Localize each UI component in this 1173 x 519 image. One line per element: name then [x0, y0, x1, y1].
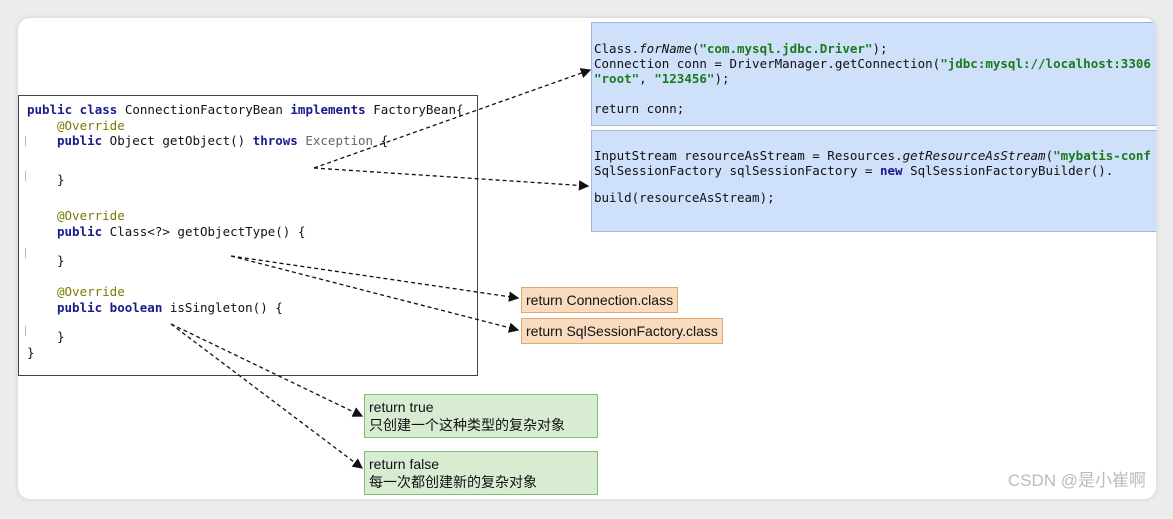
- arrow-getobject-to-sqlsessionfactory: [313, 167, 590, 191]
- code-line: build(resourceAsStream);: [594, 190, 775, 205]
- code-text: (: [1045, 148, 1054, 163]
- code-text: Connection conn = DriverManager.getConne…: [594, 56, 941, 71]
- keyword: throws: [252, 133, 298, 148]
- string-literal: "123456": [654, 71, 715, 86]
- code-text: ,: [639, 71, 655, 86]
- return-true-label: return true: [369, 399, 434, 415]
- code-line: return conn;: [594, 101, 685, 116]
- get-object-type-signature: public Class<?> getObjectType() {: [57, 224, 305, 240]
- code-text: );: [714, 71, 730, 86]
- return-false-note: return false 每一次都创建新的复杂对象: [364, 451, 598, 495]
- factory-bean-code-box: public class ConnectionFactoryBean imple…: [18, 95, 478, 376]
- exception-name: Exception: [297, 133, 374, 148]
- override-annotation-3: @Override: [57, 284, 125, 299]
- class-end-brace: }: [27, 345, 35, 360]
- method-signature: Object getObject(): [102, 133, 253, 148]
- get-object-signature: public Object getObject() throws Excepti…: [57, 133, 388, 149]
- code-line: "root", "123456");: [594, 71, 730, 87]
- gutter-bar: [25, 136, 26, 146]
- connector-arrows: [170, 68, 592, 469]
- sql-session-factory-code-box: InputStream resourceAsStream = Resources…: [591, 130, 1156, 232]
- arrow-getobjecttype-to-sqlsessionfactory-class: [230, 255, 520, 333]
- string-literal: "root": [594, 71, 640, 86]
- method-signature: isSingleton() {: [162, 300, 283, 315]
- return-false-description: 每一次都创建新的复杂对象: [369, 474, 537, 490]
- method-signature: Class<?> getObjectType() {: [102, 224, 306, 239]
- code-line: Connection conn = DriverManager.getConne…: [594, 56, 1151, 72]
- keyword: public: [57, 133, 103, 148]
- gutter-bar: [25, 326, 26, 336]
- is-singleton-signature: public boolean isSingleton() {: [57, 300, 283, 316]
- arrow-getobject-to-connection: [313, 68, 592, 169]
- keyword: public boolean: [57, 300, 163, 315]
- string-literal: "jdbc:mysql://localhost:3306: [940, 56, 1151, 71]
- keyword: new: [879, 163, 903, 178]
- code-line: Class.forName("com.mysql.jdbc.Driver");: [594, 41, 888, 57]
- return-true-description: 只创建一个这种类型的复杂对象: [369, 417, 565, 433]
- gutter-bar: [25, 171, 26, 181]
- code-text: SqlSessionFactory sqlSessionFactory =: [594, 163, 880, 178]
- return-connection-class-label: return Connection.class: [521, 287, 679, 313]
- code-text: InputStream resourceAsStream = Resources…: [594, 148, 903, 163]
- code-text: (: [691, 41, 700, 56]
- close-brace-3: }: [57, 329, 65, 344]
- keyword: public: [57, 224, 103, 239]
- code-line: SqlSessionFactory sqlSessionFactory = ne…: [594, 163, 1113, 179]
- override-annotation-1: @Override: [57, 118, 125, 133]
- get-connection-code-box: Class.forName("com.mysql.jdbc.Driver"); …: [591, 22, 1156, 126]
- diagram-canvas: public class ConnectionFactoryBean imple…: [18, 18, 1156, 499]
- code-line: InputStream resourceAsStream = Resources…: [594, 148, 1151, 164]
- open-brace: {: [373, 133, 389, 148]
- close-brace-1: }: [57, 172, 65, 187]
- return-sqlsessionfactory-class-label: return SqlSessionFactory.class: [521, 318, 723, 344]
- code-text: );: [872, 41, 888, 56]
- method-name: forName: [639, 41, 692, 56]
- class-name: ConnectionFactoryBean: [117, 102, 291, 117]
- arrow-issingleton-to-true: [170, 323, 364, 417]
- gutter-bar: [25, 248, 26, 258]
- arrow-issingleton-to-false: [170, 323, 364, 469]
- interface-name: FactoryBean{: [365, 102, 464, 117]
- class-declaration-line: public class ConnectionFactoryBean imple…: [27, 102, 464, 118]
- return-true-note: return true 只创建一个这种类型的复杂对象: [364, 394, 598, 438]
- arrow-getobjecttype-to-connection-class: [230, 255, 520, 302]
- close-brace-2: }: [57, 253, 65, 268]
- csdn-watermark: CSDN @是小崔啊: [1007, 471, 1146, 490]
- keyword: public class: [27, 102, 118, 117]
- keyword: implements: [290, 102, 366, 117]
- return-false-label: return false: [369, 456, 440, 472]
- override-annotation-2: @Override: [57, 208, 125, 223]
- code-text: Class.: [594, 41, 640, 56]
- code-text: SqlSessionFactoryBuilder().: [902, 163, 1114, 178]
- string-literal: "mybatis-conf: [1053, 148, 1151, 163]
- method-name: getResourceAsStream: [902, 148, 1046, 163]
- string-literal: "com.mysql.jdbc.Driver": [699, 41, 873, 56]
